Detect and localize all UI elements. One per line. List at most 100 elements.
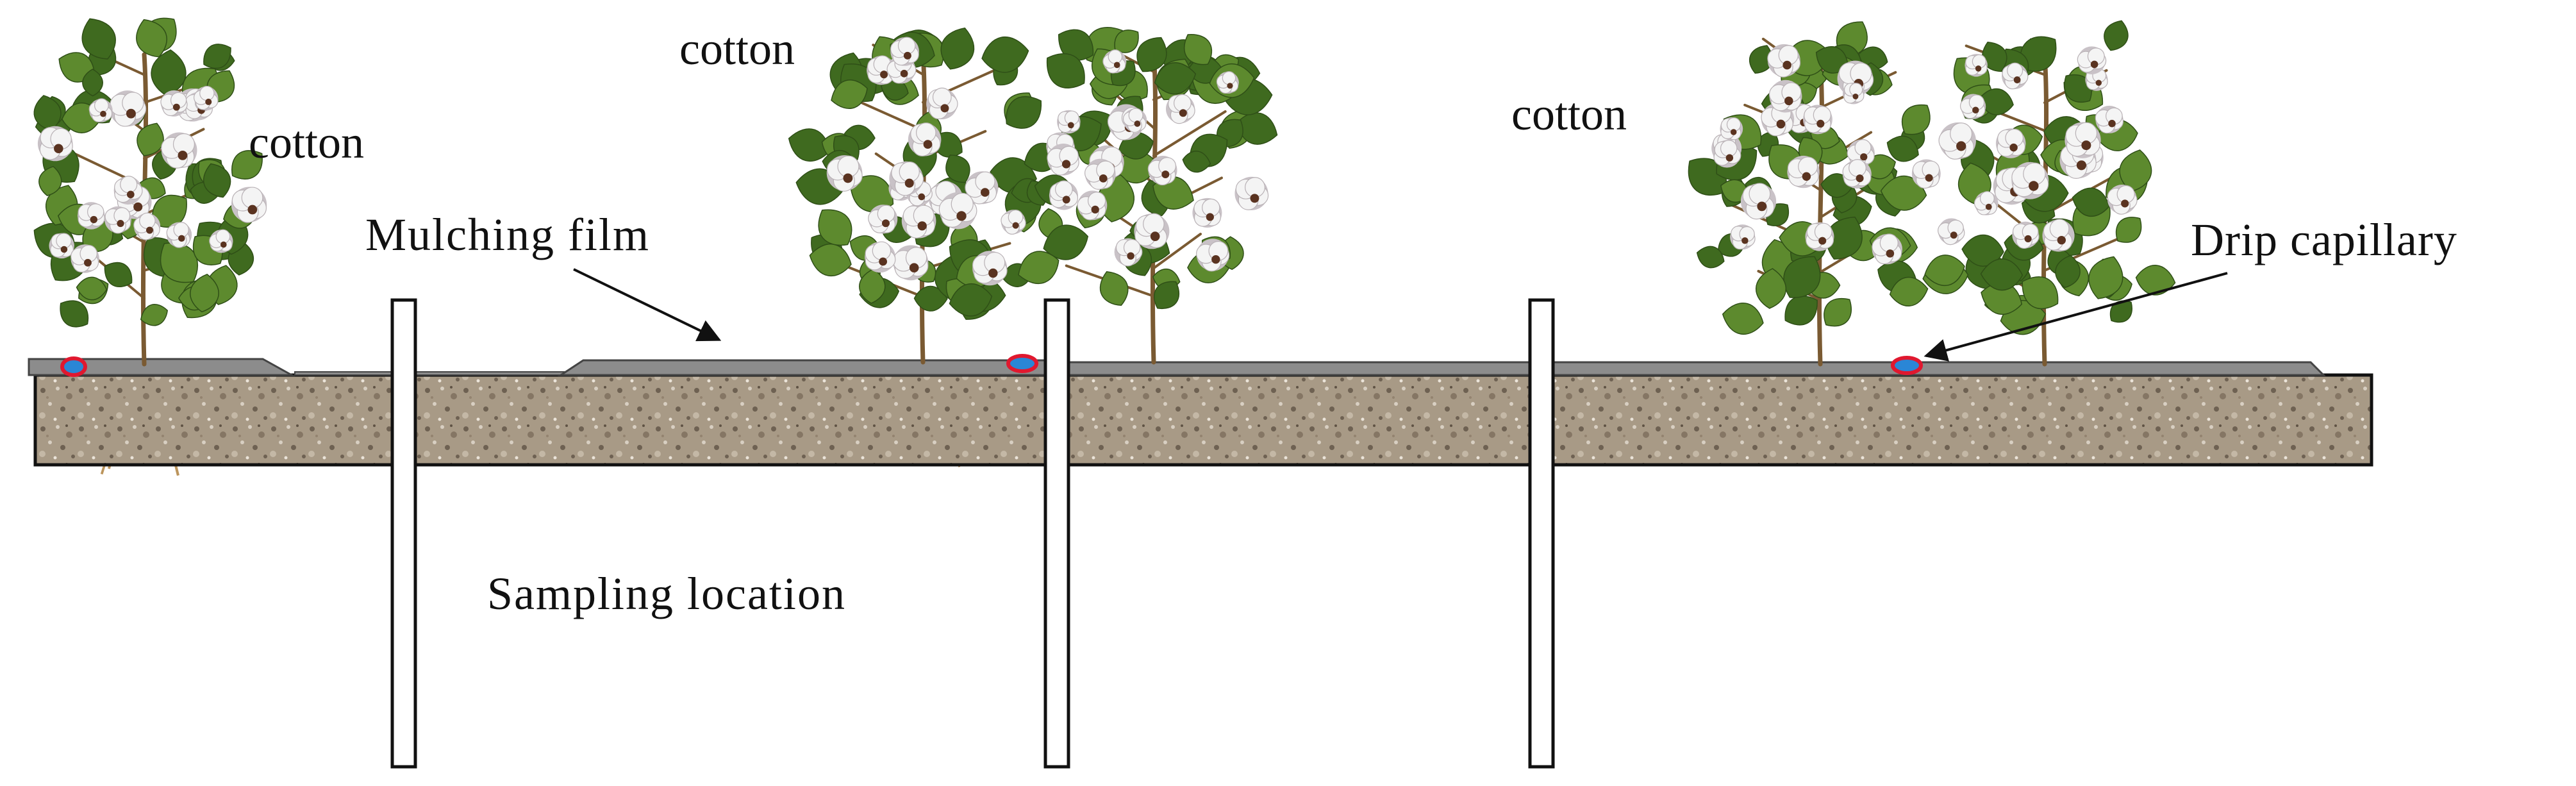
cotton-boll	[88, 98, 113, 122]
cotton-boll	[1192, 197, 1222, 228]
cotton-plants-layer	[33, 17, 2176, 367]
cotton-boll	[1713, 140, 1741, 168]
mulching-film-layer	[28, 358, 2326, 376]
boll-lobe	[173, 222, 189, 238]
cotton-boll	[1974, 191, 1998, 215]
cotton-boll	[104, 206, 131, 234]
cotton-boll	[865, 241, 896, 273]
boll-husk	[2009, 143, 2018, 152]
cotton-leaf	[1046, 53, 1085, 88]
cotton-boll	[231, 187, 267, 223]
cotton-boll	[209, 229, 233, 253]
boll-lobe	[1174, 94, 1192, 112]
boll-husk	[1975, 65, 1982, 72]
cotton-leaf	[160, 242, 199, 283]
boll-husk	[1776, 119, 1786, 129]
boll-husk	[1784, 96, 1793, 106]
cotton-leaf	[1722, 303, 1764, 335]
cotton-label: cotton	[679, 23, 795, 74]
cotton-leaf	[1924, 255, 1965, 286]
boll-husk	[205, 98, 212, 105]
boll-husk	[1067, 122, 1074, 129]
sampling-stake	[390, 298, 417, 769]
boll-husk	[1179, 109, 1187, 117]
boll-husk	[1127, 252, 1134, 260]
cotton-leaf	[1783, 256, 1821, 298]
cotton-boll	[161, 132, 197, 169]
mulch-film-segment	[28, 358, 295, 376]
cotton-leaf	[1901, 104, 1931, 135]
boll-lobe	[932, 87, 952, 107]
cotton-label: cotton	[249, 117, 364, 168]
cotton-plant	[33, 17, 267, 367]
cotton-leaf	[1184, 34, 1213, 65]
boll-husk	[2057, 235, 2066, 245]
cotton-leaf	[81, 18, 116, 60]
boll-lobe	[2049, 219, 2070, 239]
cotton-boll	[133, 212, 161, 240]
cotton-boll	[1102, 49, 1127, 74]
cotton-boll	[1077, 190, 1108, 221]
cotton-boll	[889, 161, 924, 196]
cotton-boll	[965, 171, 999, 205]
cotton-plant	[1688, 21, 1941, 367]
boll-husk	[956, 211, 967, 221]
cotton-boll	[1767, 44, 1801, 78]
boll-husk	[90, 215, 97, 224]
cotton-boll	[194, 85, 219, 111]
cotton-leaf	[1749, 45, 1773, 74]
boll-husk	[1091, 205, 1099, 214]
boll-husk	[247, 205, 258, 215]
cotton-leaf	[1980, 258, 2023, 291]
cotton-boll	[892, 245, 929, 281]
boll-lobe	[139, 212, 156, 230]
cotton-label: cotton	[1511, 88, 1627, 140]
cotton-leaf	[2072, 187, 2110, 217]
cotton-leaf	[913, 285, 948, 312]
boll-husk	[2013, 76, 2021, 83]
boll-lobe	[94, 98, 109, 113]
boll-husk	[54, 144, 63, 154]
cotton-leaf	[1136, 37, 1167, 72]
boll-husk	[980, 188, 990, 197]
cotton-boll	[160, 90, 188, 117]
cotton-boll	[37, 126, 73, 162]
cotton-leaf	[949, 283, 993, 317]
cotton-boll	[1911, 159, 1941, 189]
boll-husk	[900, 69, 908, 78]
cotton-boll	[71, 244, 99, 273]
boll-husk	[1206, 213, 1214, 221]
cotton-boll	[890, 37, 919, 66]
cotton-boll	[2065, 122, 2101, 158]
cotton-leaf	[1154, 62, 1197, 95]
boll-husk	[880, 71, 888, 79]
boll-husk	[1816, 119, 1825, 128]
cotton-boll	[49, 233, 74, 259]
cotton-boll	[868, 205, 898, 234]
cotton-boll	[1938, 218, 1965, 246]
cotton-boll	[1057, 110, 1081, 134]
cotton-boll	[938, 192, 977, 230]
cotton-leaf	[136, 19, 167, 58]
cotton-leaf	[76, 276, 108, 301]
boll-lobe	[915, 122, 936, 143]
drip-emitter	[1891, 356, 1923, 375]
boll-husk	[879, 257, 888, 266]
cotton-leaf	[203, 163, 231, 198]
cotton-leaf	[82, 69, 103, 97]
cotton-leaf	[981, 37, 1029, 73]
cotton-boll	[166, 222, 192, 248]
cotton-boll	[1047, 144, 1079, 176]
boll-husk	[178, 150, 188, 160]
boll-husk	[2095, 79, 2102, 86]
cotton-leaf	[137, 122, 164, 156]
sampling-stake	[1043, 298, 1070, 769]
boll-husk	[1802, 172, 1811, 181]
boll-husk	[117, 220, 124, 228]
cotton-leaf	[1114, 29, 1139, 53]
boll-husk	[2076, 160, 2087, 171]
drip-emitter	[1006, 354, 1038, 373]
cotton-boll	[1938, 122, 1976, 160]
cotton-boll	[1049, 180, 1079, 210]
